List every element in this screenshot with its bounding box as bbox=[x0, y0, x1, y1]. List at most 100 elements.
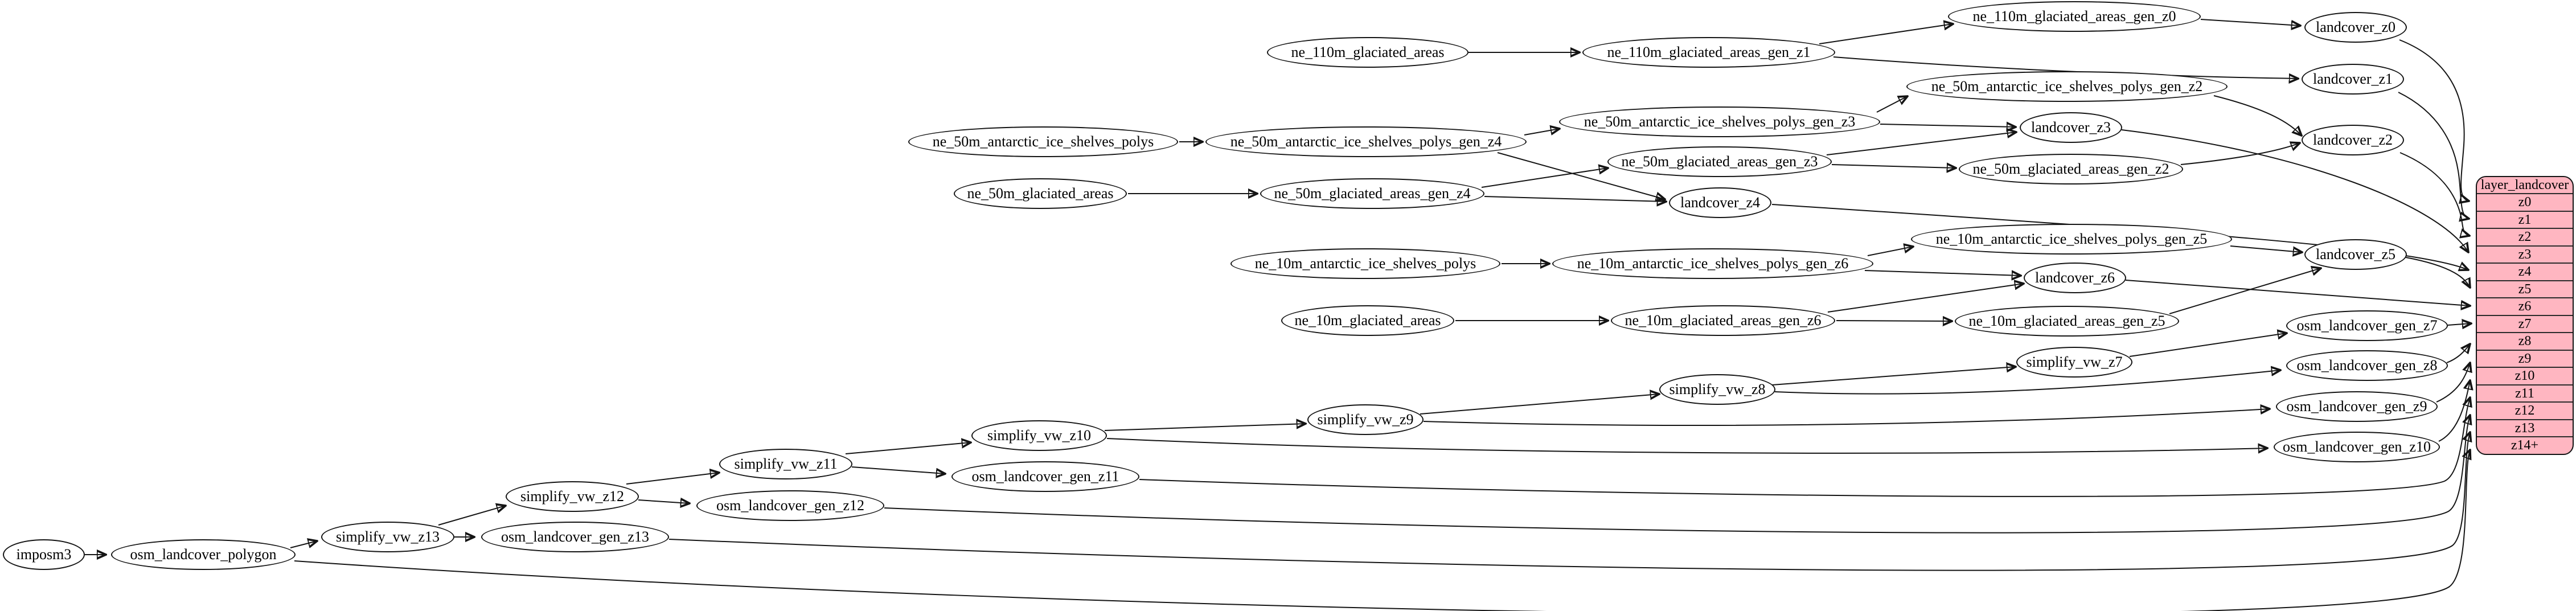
node-label: ne_50m_glaciated_areas_gen_z2 bbox=[1972, 161, 2169, 177]
edge-ant_gen_z3-ant_gen_z2 bbox=[1876, 96, 1908, 113]
edge-simplify_vw_z8-gen_z8 bbox=[1774, 370, 2280, 395]
node-landcover-z1: landcover_z1 bbox=[2302, 64, 2404, 95]
node-label: ne_50m_glaciated_areas_gen_z4 bbox=[1274, 185, 1471, 202]
node-osm-landcover-gen-z12: osm_landcover_gen_z12 bbox=[696, 490, 884, 521]
edge-landcover_z5-row_z5 bbox=[2405, 257, 2470, 288]
edge-landcover_z3-row_z3 bbox=[2121, 129, 2468, 252]
layer-landcover-table: layer_landcover z0 z1 z2 z3 z4 z5 z6 z7 … bbox=[2476, 176, 2574, 455]
node-ne-50m-antarctic-ice-shelves-polys-gen-z4: ne_50m_antarctic_ice_shelves_polys_gen_z… bbox=[1205, 126, 1527, 157]
node-ne-10m-antarctic-ice-shelves-polys-gen-z6: ne_10m_antarctic_ice_shelves_polys_gen_z… bbox=[1552, 248, 1873, 279]
layer-landcover-row-z8: z8 bbox=[2477, 332, 2573, 350]
edge-simplify_vw_z9-simplify_vw_z8 bbox=[1420, 394, 1659, 415]
node-ne-50m-antarctic-ice-shelves-polys: ne_50m_antarctic_ice_shelves_polys bbox=[908, 126, 1178, 157]
edge-gl50_gen_z3-landcover_z3 bbox=[1826, 132, 2016, 155]
node-simplify-vw-z11: simplify_vw_z11 bbox=[719, 449, 852, 479]
edge-gen_z9-row_z9 bbox=[2436, 363, 2470, 403]
node-label: landcover_z1 bbox=[2312, 71, 2393, 87]
node-ne-110m-glaciated-areas-gen-z1: ne_110m_glaciated_areas_gen_z1 bbox=[1582, 37, 1835, 68]
edge-ant_gen_z3-landcover_z3 bbox=[1880, 124, 2016, 127]
layer-landcover-row-z1: z1 bbox=[2477, 210, 2573, 228]
node-label: osm_landcover_gen_z8 bbox=[2296, 357, 2438, 374]
edge-simplify_vw_z13-simplify_vw_z12 bbox=[438, 506, 506, 526]
node-label: ne_10m_antarctic_ice_shelves_polys_gen_z… bbox=[1935, 231, 2208, 247]
node-label: landcover_z0 bbox=[2315, 19, 2396, 35]
edge-simplify_vw_z9-gen_z9 bbox=[1423, 409, 2270, 427]
node-imposm3: imposm3 bbox=[3, 539, 85, 570]
node-label: osm_landcover_gen_z13 bbox=[501, 528, 649, 545]
node-label: ne_110m_glaciated_areas bbox=[1291, 44, 1445, 60]
node-label: osm_landcover_gen_z10 bbox=[2283, 438, 2431, 455]
layer-landcover-row-z13: z13 bbox=[2477, 419, 2573, 437]
edge-gl10_gen_z5-landcover_z5 bbox=[2169, 268, 2321, 314]
node-ne-50m-antarctic-ice-shelves-polys-gen-z3: ne_50m_antarctic_ice_shelves_polys_gen_z… bbox=[1559, 106, 1880, 137]
node-ne-50m-glaciated-areas: ne_50m_glaciated_areas bbox=[954, 178, 1127, 209]
edge-gl50_gen_z2-landcover_z2 bbox=[2180, 143, 2300, 165]
node-label: ne_50m_antarctic_ice_shelves_polys_gen_z… bbox=[1584, 113, 1856, 130]
layer-landcover-row-z14plus: z14+ bbox=[2477, 436, 2573, 454]
node-label: simplify_vw_z8 bbox=[1669, 381, 1766, 397]
node-ne-50m-antarctic-ice-shelves-polys-gen-z2: ne_50m_antarctic_ice_shelves_polys_gen_z… bbox=[1906, 71, 2228, 102]
layer-landcover-row-z3: z3 bbox=[2477, 245, 2573, 263]
node-ne-50m-glaciated-areas-gen-z3: ne_50m_glaciated_areas_gen_z3 bbox=[1607, 146, 1832, 177]
node-label: simplify_vw_z13 bbox=[336, 528, 440, 545]
layer-landcover-row-z5: z5 bbox=[2477, 280, 2573, 298]
node-label: simplify_vw_z10 bbox=[987, 427, 1091, 444]
node-label: landcover_z2 bbox=[2312, 132, 2393, 148]
node-simplify-vw-z13: simplify_vw_z13 bbox=[321, 522, 454, 552]
node-label: ne_50m_glaciated_areas_gen_z3 bbox=[1621, 153, 1818, 170]
node-label: ne_110m_glaciated_areas_gen_z0 bbox=[1972, 8, 2176, 24]
layer-landcover-row-z12: z12 bbox=[2477, 401, 2573, 419]
node-simplify-vw-z9: simplify_vw_z9 bbox=[1307, 404, 1424, 435]
node-label: ne_10m_antarctic_ice_shelves_polys bbox=[1254, 255, 1476, 272]
layer-landcover-row-z11: z11 bbox=[2477, 384, 2573, 402]
node-landcover-z3: landcover_z3 bbox=[2020, 112, 2122, 143]
node-osm-landcover-gen-z8: osm_landcover_gen_z8 bbox=[2286, 350, 2448, 381]
edge-ant_gen_z4-landcover_z4 bbox=[1497, 152, 1665, 199]
node-landcover-z4: landcover_z4 bbox=[1669, 187, 1771, 218]
node-ne-110m-glaciated-areas: ne_110m_glaciated_areas bbox=[1267, 37, 1469, 68]
node-simplify-vw-z10: simplify_vw_z10 bbox=[971, 420, 1107, 451]
node-label: landcover_z3 bbox=[2031, 119, 2111, 136]
edge-gen_z13-row_z13 bbox=[668, 432, 2470, 571]
node-label: ne_50m_glaciated_areas bbox=[967, 185, 1114, 202]
node-osm-landcover-gen-z11: osm_landcover_gen_z11 bbox=[951, 461, 1139, 492]
layer-landcover-row-z9: z9 bbox=[2477, 349, 2573, 367]
node-ne-10m-antarctic-ice-shelves-polys-gen-z5: ne_10m_antarctic_ice_shelves_polys_gen_z… bbox=[1911, 224, 2232, 255]
node-label: landcover_z6 bbox=[2034, 269, 2115, 286]
node-label: osm_landcover_gen_z9 bbox=[2286, 398, 2427, 415]
edge-simplify_vw_z12-simplify_vw_z11 bbox=[626, 473, 719, 485]
node-ne-10m-glaciated-areas: ne_10m_glaciated_areas bbox=[1281, 305, 1454, 336]
node-osm-landcover-polygon: osm_landcover_polygon bbox=[111, 539, 296, 570]
edge-gen_z11-row_z11 bbox=[1139, 397, 2470, 497]
edge-polygon-simplify_vw_z13 bbox=[290, 541, 317, 548]
edge-gen_z10-row_z10 bbox=[2438, 380, 2470, 442]
edge-simplify_vw_z12-gen_z12 bbox=[638, 500, 690, 503]
edge-polygon-row_z14 bbox=[294, 450, 2470, 611]
edge-simplify_vw_z7-gen_z7 bbox=[2129, 333, 2287, 357]
edge-simplify_vw_z11-gen_z11 bbox=[851, 466, 945, 474]
node-label: osm_landcover_gen_z11 bbox=[971, 468, 1119, 485]
layer-landcover-row-z10: z10 bbox=[2477, 367, 2573, 384]
node-label: ne_10m_antarctic_ice_shelves_polys_gen_z… bbox=[1577, 255, 1849, 272]
edge-simplify_vw_z11-simplify_vw_z10 bbox=[845, 442, 971, 454]
edge-gl10_gen_z6-landcover_z6 bbox=[1827, 284, 2024, 313]
node-label: simplify_vw_z12 bbox=[520, 488, 624, 505]
edge-gen_z7-row_z7 bbox=[2447, 323, 2471, 325]
node-label: imposm3 bbox=[16, 546, 72, 563]
layer-landcover-row-z7: z7 bbox=[2477, 314, 2573, 333]
edge-ant_gen_z2-landcover_z2 bbox=[2213, 95, 2302, 136]
layer-landcover-row-z6: z6 bbox=[2477, 297, 2573, 315]
edge-landcover_z6-row_z6 bbox=[2125, 280, 2470, 306]
node-ne-50m-glaciated-areas-gen-z4: ne_50m_glaciated_areas_gen_z4 bbox=[1260, 178, 1484, 209]
node-ne-10m-glaciated-areas-gen-z5: ne_10m_glaciated_areas_gen_z5 bbox=[1955, 306, 2179, 337]
layer-landcover-row-z0: z0 bbox=[2477, 193, 2573, 211]
edge-simplify_vw_z8-simplify_vw_z7 bbox=[1771, 367, 2016, 386]
edge-landcover_z0-row_z0 bbox=[2399, 39, 2469, 201]
edge-gl50_gen_z4-landcover_z4 bbox=[1484, 196, 1666, 202]
node-landcover-z6: landcover_z6 bbox=[2024, 263, 2126, 293]
edge-gen_z0-landcover_z0 bbox=[2200, 19, 2300, 26]
node-label: osm_landcover_gen_z12 bbox=[716, 497, 864, 514]
node-label: simplify_vw_z11 bbox=[734, 456, 838, 472]
edge-gen_z8-row_z8 bbox=[2446, 344, 2470, 363]
node-label: ne_10m_glaciated_areas_gen_z6 bbox=[1625, 312, 1822, 329]
